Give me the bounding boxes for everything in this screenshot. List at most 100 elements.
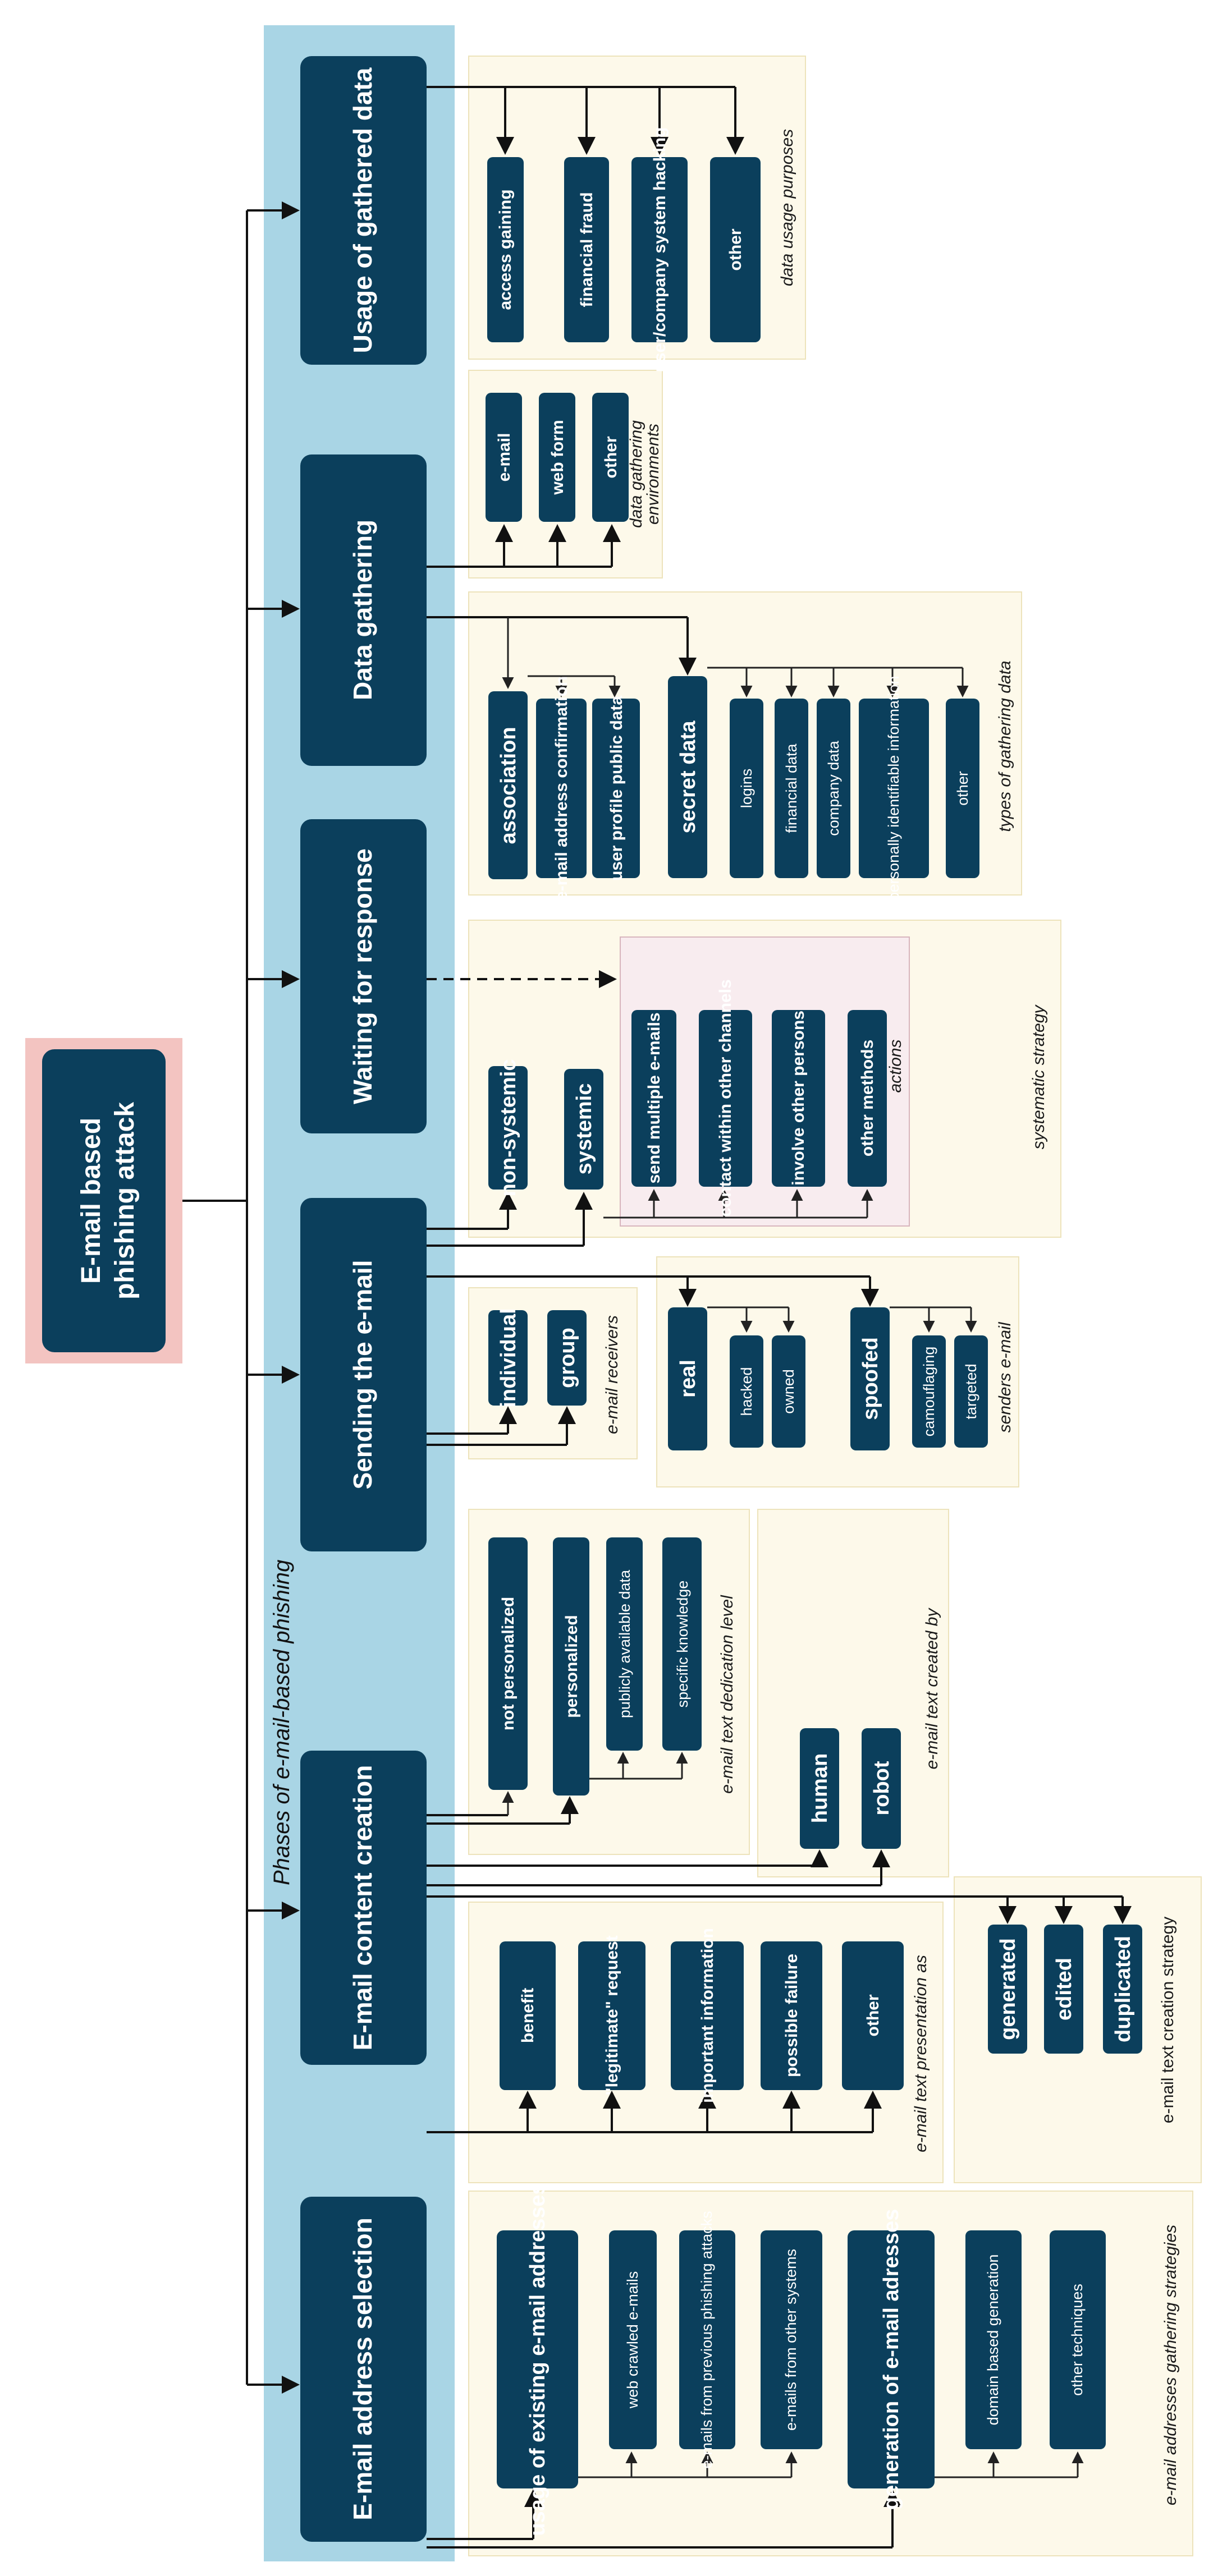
- association-box: association: [488, 691, 528, 879]
- receiver-item-2: group: [547, 1310, 587, 1406]
- phase-sending-box: Sending the e-mail: [300, 1198, 427, 1551]
- environment-item-1: e-mail: [486, 393, 522, 522]
- svg-text:web form: web form: [548, 420, 567, 495]
- svg-text:publicly available data: publicly available data: [616, 1569, 633, 1718]
- svg-text:owned: owned: [780, 1369, 797, 1414]
- strategy-caption: systematic strategy: [1029, 1004, 1048, 1150]
- secret-item-2: financial data: [775, 699, 808, 878]
- created-by-item-1: human: [800, 1728, 839, 1849]
- svg-text:not personalized: not personalized: [499, 1597, 518, 1730]
- svg-text:real: real: [676, 1360, 700, 1398]
- created-by-item-2: robot: [862, 1728, 901, 1849]
- personalized-item-2: specific knowledge: [662, 1537, 702, 1751]
- svg-text:non-systemic: non-systemic: [497, 1059, 520, 1197]
- svg-text:human: human: [808, 1753, 832, 1824]
- svg-text:secret data: secret data: [676, 720, 700, 834]
- svg-text:financial data: financial data: [783, 743, 800, 833]
- phase-address-box: E-mail address selection: [300, 2197, 427, 2542]
- created-by-connectors: [427, 1849, 890, 1886]
- usage-item-2: financial fraud: [564, 157, 609, 342]
- environments-caption-2: environments: [644, 424, 662, 525]
- actions-caption: actions: [886, 1039, 905, 1092]
- svg-text:personally identifiable inform: personally identifiable information: [885, 676, 902, 901]
- dedication-connectors: [427, 1752, 688, 1825]
- creation-strategy-caption: e-mail text creation strategy: [1159, 1917, 1177, 2123]
- secret-item-5: other: [946, 699, 979, 878]
- root-box: [42, 1049, 166, 1352]
- svg-text:e-mails from previous phishing: e-mails from previous phishing attacks: [698, 2211, 715, 2468]
- gathering-type-connectors: [427, 616, 969, 697]
- svg-text:other: other: [602, 436, 620, 478]
- action-item-3: involve other persons: [772, 1010, 825, 1187]
- svg-text:duplicated: duplicated: [1111, 1936, 1135, 2042]
- svg-text:important information: important information: [698, 1928, 717, 2103]
- existing-item-1: web crawled e-mails: [609, 2230, 657, 2449]
- svg-text:personalized: personalized: [562, 1615, 581, 1718]
- svg-text:individual: individual: [497, 1308, 520, 1407]
- personalized-box: personalized: [553, 1537, 589, 1796]
- svg-text:generated: generated: [996, 1938, 1020, 2040]
- creation-strategy-connectors: [427, 1895, 1132, 1924]
- svg-text:logins: logins: [738, 769, 755, 809]
- action-item-2: contact within other channels: [699, 979, 752, 1217]
- existing-item-3: e-mails from other systems: [761, 2230, 822, 2449]
- svg-text:systemic: systemic: [573, 1083, 596, 1175]
- svg-text:possible failure: possible failure: [782, 1954, 801, 2077]
- svg-text:association: association: [497, 727, 520, 844]
- created-by-caption: e-mail text created by: [923, 1608, 941, 1770]
- receiver-item-1: individual: [488, 1308, 528, 1408]
- action-item-4: other methods: [848, 1010, 887, 1187]
- svg-text:financial fraud: financial fraud: [578, 192, 596, 307]
- svg-text:user profile public data: user profile public data: [607, 696, 626, 881]
- group-backgrounds: [468, 56, 1202, 2556]
- gathering-types-caption: types of gathering data: [996, 660, 1014, 832]
- svg-text:e-mails from other systems: e-mails from other systems: [782, 2249, 799, 2431]
- association-item-1: e-mail address confirmation: [536, 676, 587, 901]
- svg-text:other: other: [726, 228, 745, 270]
- usage-item-1: access gaining: [487, 157, 524, 342]
- address-connectors: [427, 2451, 1084, 2549]
- svg-text:involve other persons: involve other persons: [789, 1011, 808, 1186]
- not-personalized-box: not personalized: [488, 1537, 528, 1790]
- svg-text:contact within other channels: contact within other channels: [716, 979, 735, 1216]
- secret-data-box: secret data: [668, 676, 707, 878]
- root-label-1: E-mail based: [76, 1118, 106, 1284]
- presentation-item-3: important information: [671, 1928, 744, 2103]
- environment-item-3: other: [592, 393, 629, 522]
- svg-text:other: other: [864, 1994, 882, 2036]
- svg-text:group: group: [556, 1328, 579, 1388]
- svg-text:hacked: hacked: [738, 1367, 755, 1416]
- phase-sending-label: Sending the e-mail: [348, 1260, 377, 1490]
- presentation-connectors: [427, 2091, 882, 2133]
- svg-text:other techniques: other techniques: [1069, 2284, 1086, 2396]
- phase-waiting-label: Waiting for response: [348, 848, 377, 1104]
- dedication-caption: e-mail text dedication level: [718, 1595, 736, 1794]
- creation-strategy-item-1: generated: [988, 1925, 1027, 2054]
- personalized-item-1: publicly available data: [606, 1537, 643, 1751]
- generation-addresses-box: generation of e-mail adresses: [848, 2209, 935, 2510]
- non-systemic-box: non-systemic: [488, 1059, 528, 1197]
- presentation-item-1: benefit: [500, 1941, 556, 2090]
- usage-connectors: [427, 86, 744, 155]
- svg-text:"legitimate" request: "legitimate" request: [603, 1935, 621, 2095]
- phase-waiting-box: Waiting for response: [300, 819, 427, 1133]
- root-label-2: phishing attack: [110, 1102, 140, 1300]
- secret-item-3: company data: [817, 699, 850, 878]
- presentation-caption: e-mail text presentation as: [912, 1955, 930, 2152]
- spoofed-item-2: targeted: [954, 1335, 988, 1448]
- environments-caption-1: data gathering: [627, 420, 645, 528]
- svg-text:edited: edited: [1052, 1958, 1076, 2021]
- svg-text:benefit: benefit: [519, 1988, 537, 2043]
- svg-text:user/company system hacking: user/company system hacking: [651, 127, 669, 373]
- svg-text:robot: robot: [870, 1761, 894, 1815]
- spoofed-box: spoofed: [850, 1307, 890, 1450]
- phase-content-label: E-mail content creation: [348, 1765, 377, 2051]
- receivers-caption: e-mail receivers: [603, 1315, 621, 1434]
- svg-text:usage of existing e-mail addre: usage of existing e-mail addresses: [526, 2183, 550, 2536]
- existing-item-2: e-mails from previous phishing attacks: [679, 2211, 735, 2469]
- generation-item-2: other techniques: [1050, 2230, 1106, 2449]
- phase-content-box: E-mail content creation: [300, 1751, 427, 2065]
- svg-text:e-mail address confirmation: e-mail address confirmation: [552, 676, 571, 901]
- spoofed-item-1: camouflaging: [912, 1335, 946, 1448]
- environment-connectors: [427, 524, 621, 568]
